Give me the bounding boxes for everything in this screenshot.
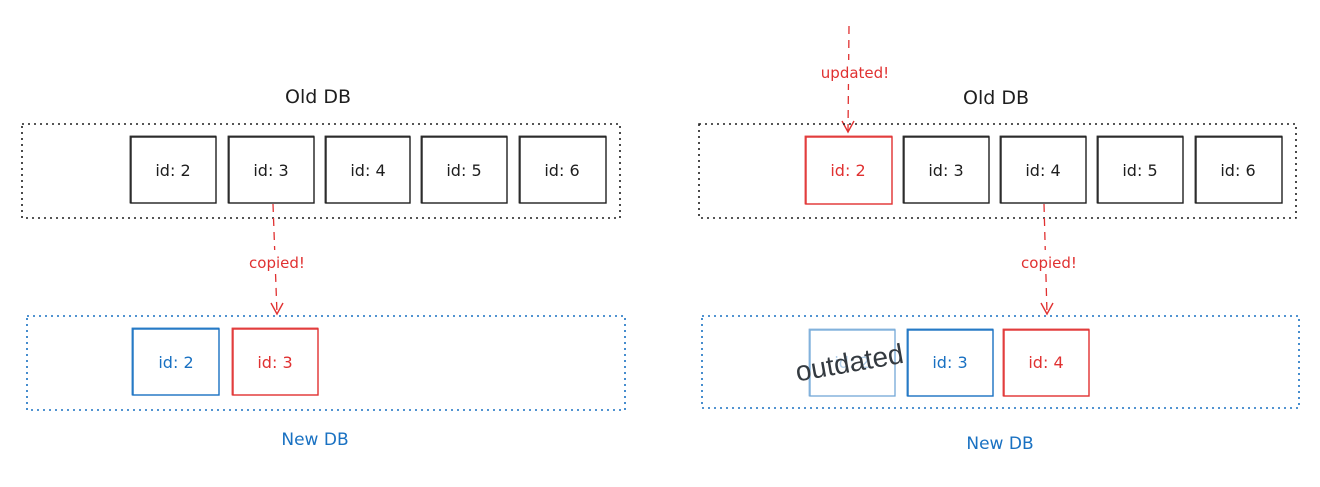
right-new-cell-4-label: id: 4 [1028,353,1063,372]
left-new-db-row: id: 2 id: 3 [131,327,319,396]
left-old-cell-3: id: 3 [227,135,315,204]
right-old-cell-4-label: id: 4 [1025,161,1060,180]
right-old-cell-5-label: id: 5 [1122,161,1157,180]
right-update-label: updated! [821,64,889,82]
right-new-db-container [701,315,1300,409]
right-old-db-title: Old DB [963,87,1029,109]
left-new-cell-3: id: 3 [231,327,319,396]
left-old-cell-4-label: id: 4 [350,161,385,180]
right-update-arrow [841,25,855,134]
left-old-cell-5: id: 5 [420,135,508,204]
left-old-cell-6: id: 6 [518,135,607,204]
right-old-cell-3: id: 3 [902,135,990,204]
right-new-cell-3-label: id: 3 [932,353,967,372]
right-old-cell-6-label: id: 6 [1220,161,1255,180]
left-old-db-container [21,123,621,219]
right-old-cell-3-label: id: 3 [928,161,963,180]
right-copy-label: copied! [1021,254,1077,272]
right-new-db-row: id: 2 outdated id: 3 id: 4 [793,328,1090,397]
right-old-db-row: id: 2 id: 3 id: 4 id: 5 id: 6 [804,135,1283,205]
left-old-db-title: Old DB [285,86,351,108]
left-new-cell-2-label: id: 2 [158,353,193,372]
left-old-cell-5-label: id: 5 [446,161,481,180]
right-new-cell-2-label: id: 2 [834,353,869,372]
right-old-cell-2-label: id: 2 [830,161,865,180]
right-update-label-bg [810,60,898,84]
right-scenario: updated! Old DB id: 2 id: 3 id: 4 [698,25,1300,454]
left-new-db-title: New DB [281,430,348,450]
left-old-cell-4: id: 4 [324,135,411,204]
left-new-db-container [26,315,626,411]
right-copy-label-bg [1010,250,1086,274]
right-old-cell-4: id: 4 [999,135,1087,204]
left-new-cell-3-label: id: 3 [257,353,292,372]
right-old-cell-5: id: 5 [1096,135,1184,204]
left-copy-arrow [270,203,284,316]
right-new-db-title: New DB [966,434,1033,454]
right-new-cell-2-outdated: id: 2 outdated [793,328,906,397]
left-old-cell-6-label: id: 6 [544,161,579,180]
right-new-cell-4: id: 4 [1002,328,1090,397]
left-old-db-row: id: 2 id: 3 id: 4 id: 5 id: 6 [129,135,607,204]
left-old-cell-3-label: id: 3 [253,161,288,180]
right-old-cell-6: id: 6 [1194,135,1283,204]
left-old-cell-2-label: id: 2 [155,161,190,180]
left-copy-label: copied! [249,254,305,272]
left-scenario: Old DB id: 2 id: 3 id: 4 id: 5 [21,86,626,450]
right-copy-arrow [1040,203,1054,316]
right-new-cell-3: id: 3 [906,328,994,397]
right-old-db-container [698,123,1297,219]
left-old-cell-2: id: 2 [129,135,217,204]
right-old-cell-2: id: 2 [804,135,893,205]
left-copy-label-bg [240,250,316,274]
left-new-cell-2: id: 2 [131,327,220,396]
